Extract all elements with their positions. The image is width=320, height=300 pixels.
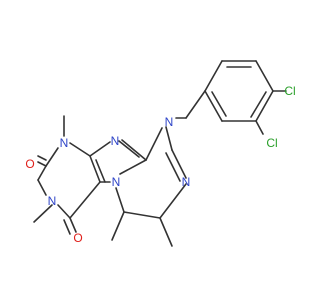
bond [115,187,125,213]
atom-labels: N N N N N N O O Cl Cl [25,84,295,245]
bond [204,90,223,122]
atom-n-methyl-7: N [48,194,57,208]
bond [165,126,173,151]
bond [111,211,125,241]
bond [211,91,227,117]
bond [37,179,47,196]
bond [63,219,71,235]
bond [165,152,181,182]
bond [45,147,59,167]
atom-n-bridge: N [112,175,121,189]
bond [171,149,187,179]
bond [204,60,223,92]
atom-o-upper: O [25,157,34,171]
bond [255,90,274,122]
bond [145,127,163,161]
atom-n-methyl-9: N [60,136,69,150]
bond [69,217,77,233]
bond [159,183,187,219]
bond [37,155,47,161]
bond [255,60,274,92]
bond [37,161,47,167]
bond [69,142,91,157]
bond [33,204,53,223]
bond [123,211,161,219]
atom-n-imidazole-top: N [111,134,120,148]
atom-n-top-triazine: N [165,115,174,129]
bond [95,159,106,183]
bonds [33,60,287,247]
bond [159,217,173,247]
atom-o-lower: O [73,231,82,245]
bond [250,91,267,118]
bond [57,204,71,219]
molecule-diagram: N N N N N N O O Cl Cl [25,60,296,247]
atom-n-triazine-right: N [182,175,191,189]
bond [118,140,140,158]
bond [69,181,101,219]
structure-svg: N N N N N N O O Cl Cl [25,60,296,247]
bond [37,165,47,181]
bond [119,159,147,175]
bond [89,155,101,183]
bond [185,90,206,119]
atom-cl-upper: Cl [284,84,295,98]
bond [255,120,264,135]
bond [89,141,111,157]
bond [121,139,147,161]
atom-cl-lower: Cl [266,136,277,150]
